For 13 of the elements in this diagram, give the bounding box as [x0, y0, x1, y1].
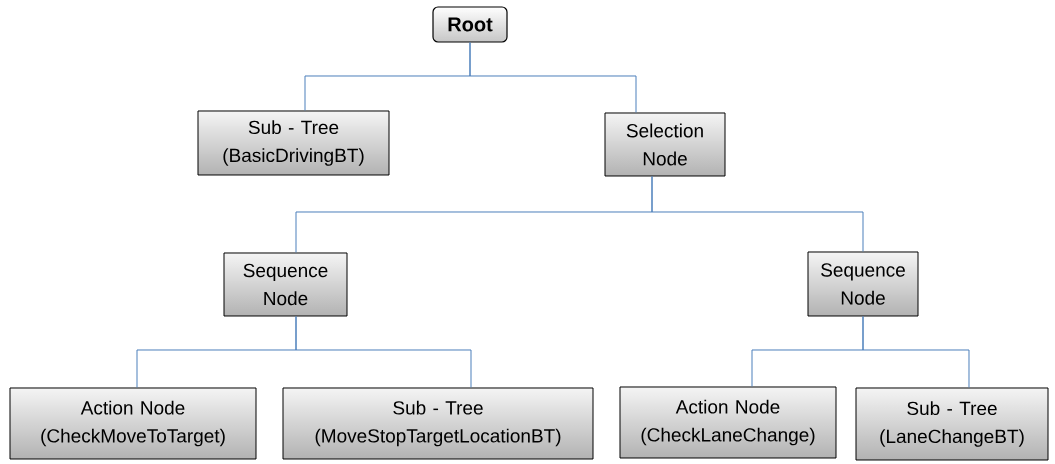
tree-node-box: Sequence Node [223, 252, 348, 317]
root-box: Root [432, 6, 508, 43]
tree-node-box: Sequence Node [807, 251, 919, 317]
connector [862, 316, 970, 388]
tree-node-box: Action Node (CheckLaneChange) [619, 386, 837, 459]
tree-node-box: Action Node (CheckMoveToTarget) [9, 387, 257, 460]
tree-node-box: Sub - Tree (BasicDrivingBT) [197, 110, 390, 176]
tree-node-box: Sub - Tree (MoveStopTargetLocationBT) [282, 387, 594, 460]
connector [651, 176, 864, 252]
connector [295, 316, 472, 388]
tree-node-box: Sub - Tree (LaneChangeBT) [855, 387, 1049, 461]
tree-node-box: Selection Node [604, 112, 726, 177]
connector [469, 42, 637, 113]
